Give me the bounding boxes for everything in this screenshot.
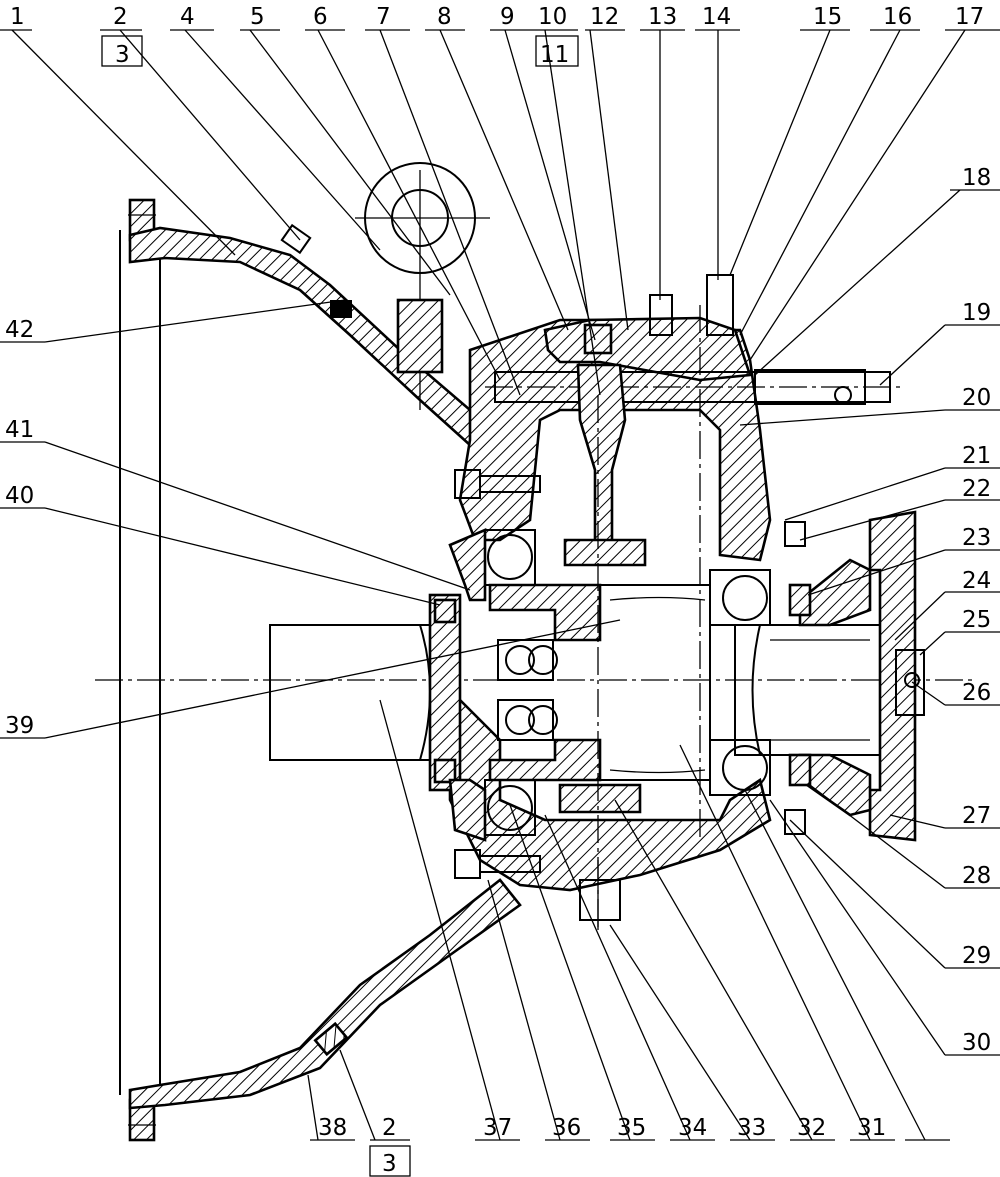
callout-24: 24 <box>962 568 991 594</box>
callout-29: 29 <box>962 943 991 969</box>
callout-20: 20 <box>962 385 991 411</box>
callout-8: 8 <box>437 4 452 30</box>
input-seal-housing <box>428 593 462 792</box>
flange-hub-upper <box>798 558 872 627</box>
callout-6: 6 <box>313 4 328 30</box>
callout-37: 37 <box>483 1115 512 1141</box>
callout-25: 25 <box>962 607 991 633</box>
callout-17: 17 <box>955 4 984 30</box>
hub-lower <box>488 738 602 782</box>
leader-lines <box>0 29 1000 1177</box>
callout-23: 23 <box>962 525 991 551</box>
callout-10: 10 <box>538 4 567 30</box>
flange-nut <box>895 649 925 716</box>
left-cap-upper <box>448 528 487 602</box>
callout-15: 15 <box>813 4 842 30</box>
shift-fork <box>576 363 627 547</box>
top-bolt <box>706 274 734 336</box>
callout-31: 31 <box>857 1115 886 1141</box>
callout-1: 1 <box>10 4 25 30</box>
callout-9: 9 <box>500 4 515 30</box>
hub-upper <box>488 583 602 642</box>
callout-labels: 1 2 3 4 5 6 7 8 9 10 11 12 13 14 15 16 1… <box>5 4 991 1177</box>
callout-12: 12 <box>590 4 619 30</box>
callout-4: 4 <box>180 4 195 30</box>
cap-bolt-upper <box>454 469 541 499</box>
callout-16: 16 <box>883 4 912 30</box>
callout-2-bottom: 2 <box>382 1115 397 1141</box>
callout-33: 33 <box>737 1115 766 1141</box>
callout-34: 34 <box>678 1115 707 1141</box>
callout-41: 41 <box>5 417 34 443</box>
callout-3: 3 <box>115 42 130 68</box>
input-seal-lower <box>433 758 457 784</box>
callout-11: 11 <box>540 42 569 68</box>
callout-5: 5 <box>250 4 265 30</box>
upper-bell-housing <box>128 226 502 452</box>
callout-3-bottom: 3 <box>382 1151 397 1177</box>
bell-bolt-lower <box>313 1021 349 1057</box>
callout-27: 27 <box>962 803 991 829</box>
callout-26: 26 <box>962 680 991 706</box>
callout-14: 14 <box>702 4 731 30</box>
bell-bolt-head <box>330 300 352 318</box>
right-bearing-upper <box>709 569 771 626</box>
shift-rod-end <box>754 369 866 405</box>
callout-2: 2 <box>113 4 128 30</box>
callout-35: 35 <box>617 1115 646 1141</box>
callout-22: 22 <box>962 476 991 502</box>
lifting-eye-boss <box>396 298 444 374</box>
callout-7: 7 <box>376 4 391 30</box>
right-bearing-lower <box>709 739 771 796</box>
shift-rod-pin <box>834 386 852 404</box>
callout-40: 40 <box>5 483 34 509</box>
callout-19: 19 <box>962 300 991 326</box>
bell-bolt-upper <box>280 223 312 255</box>
callout-18: 18 <box>962 165 991 191</box>
cap-bolt-lower <box>454 849 541 879</box>
callout-39: 39 <box>5 713 34 739</box>
callout-30: 30 <box>962 1030 991 1056</box>
output-flange <box>868 510 917 842</box>
central-gear-body <box>600 584 711 781</box>
detent-plug <box>583 323 613 355</box>
cotter-pin <box>904 672 920 688</box>
input-seal-upper <box>433 598 457 624</box>
lower-bell-housing <box>128 878 522 1110</box>
callout-38: 38 <box>318 1115 347 1141</box>
callout-13: 13 <box>648 4 677 30</box>
callout-28: 28 <box>962 863 991 889</box>
left-cap-lower <box>448 778 487 842</box>
right-seal-lower <box>788 753 812 787</box>
input-shaft <box>269 624 446 761</box>
callout-42: 42 <box>5 317 34 343</box>
callout-21: 21 <box>962 443 991 469</box>
right-seal-upper <box>788 583 812 617</box>
roller-bearing-lower <box>497 699 554 741</box>
housing-drawing <box>95 162 975 1142</box>
upper-gear-teeth <box>563 538 647 567</box>
callout-32: 32 <box>797 1115 826 1141</box>
cover-bolt-right <box>784 521 806 835</box>
callout-36: 36 <box>552 1115 581 1141</box>
lower-gear-teeth <box>558 783 642 814</box>
breather-plug <box>649 294 673 336</box>
